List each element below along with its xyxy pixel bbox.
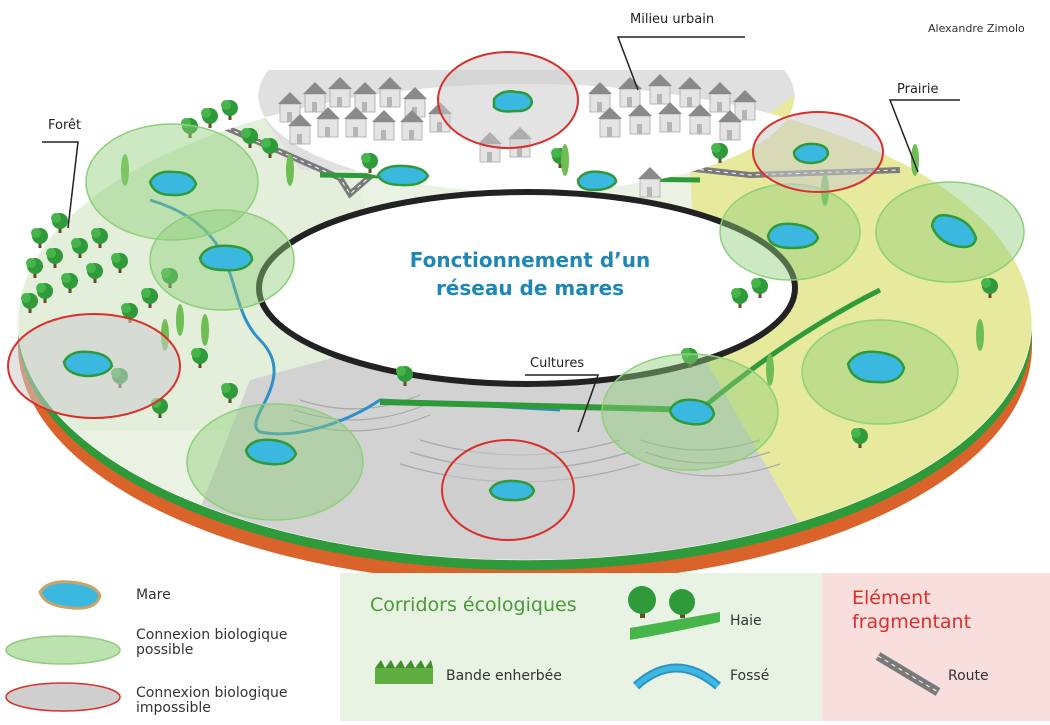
grass-strip-icon <box>375 660 433 684</box>
corridors-title: Corridors écologiques <box>370 594 577 616</box>
pond-icon <box>38 580 102 610</box>
legend-possible-label: Connexion biologique possible <box>136 627 288 658</box>
zone-leader-lines <box>42 36 960 433</box>
connection-possible-icon <box>5 635 121 665</box>
ditch-icon <box>632 663 721 690</box>
diagram-title: Fonctionnement d’un réseau de mares <box>380 246 680 302</box>
ring-hole <box>256 189 798 387</box>
legend-bande-label: Bande enherbée <box>446 668 562 684</box>
connection-impossible-zones <box>7 51 884 541</box>
connection-impossible-icon <box>5 682 121 712</box>
title-line-2: réseau de mares <box>435 276 625 300</box>
corridors-panel <box>340 573 822 721</box>
zone-label-forest: Forêt <box>48 118 82 133</box>
pond-icon <box>930 213 978 249</box>
fragmenting-title: Elément fragmentant <box>852 587 972 633</box>
pond-icon <box>846 350 906 384</box>
legend-impossible-label: Connexion biologique impossible <box>136 685 288 716</box>
zone-label-prairie: Prairie <box>897 82 939 97</box>
ponds <box>62 90 978 502</box>
pond-icon <box>668 398 716 426</box>
pond-icon <box>492 90 534 113</box>
road-icon <box>875 652 941 696</box>
pond-icon <box>576 170 618 192</box>
legend-haie-label: Haie <box>730 613 762 629</box>
pond-icon <box>244 438 298 466</box>
fragmenting-panel <box>822 573 1050 721</box>
legend-icons <box>5 580 121 712</box>
pond-icon <box>148 170 198 197</box>
zone-label-urban: Milieu urbain <box>630 12 715 27</box>
legend-mare-label: Mare <box>136 587 171 603</box>
legend-route-label: Route <box>948 668 989 684</box>
legend-fosse-label: Fossé <box>730 668 770 684</box>
pond-icon <box>488 479 536 502</box>
title-line-1: Fonctionnement d’un <box>409 248 651 272</box>
pond-icon <box>198 244 254 272</box>
pond-icon <box>766 222 820 250</box>
hedge-icon <box>628 586 720 640</box>
pond-icon <box>792 142 830 165</box>
pond-icon <box>62 350 114 378</box>
author-credit: Alexandre Zimolo <box>928 22 1025 35</box>
zone-label-crops: Cultures <box>530 356 585 371</box>
pond-icon <box>376 164 430 187</box>
crop-furrows <box>289 394 781 483</box>
